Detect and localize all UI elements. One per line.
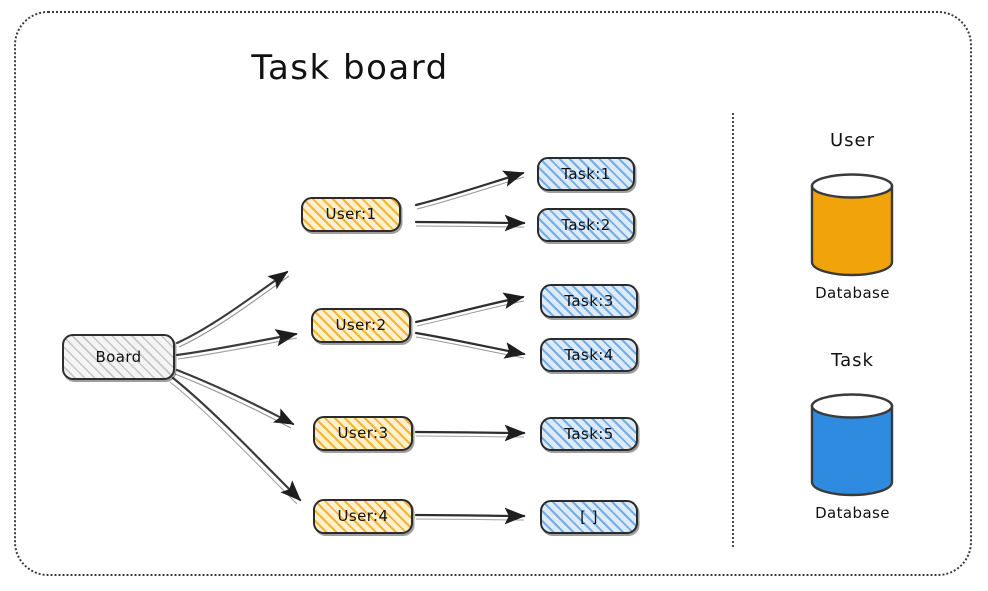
page-title: Task board xyxy=(251,48,449,88)
node-task-3[interactable]: Task:3 xyxy=(540,284,638,318)
node-task-5[interactable]: Task:5 xyxy=(540,417,638,451)
legend-title-task: Task xyxy=(831,350,874,371)
legend-title-user: User xyxy=(829,130,876,151)
node-label: Task:1 xyxy=(561,164,611,183)
node-label: User:1 xyxy=(325,205,377,223)
node-user-2[interactable]: User:2 xyxy=(311,308,411,343)
node-label: Task:2 xyxy=(561,215,611,234)
node-task-4[interactable]: Task:4 xyxy=(540,338,638,372)
node-label: User:4 xyxy=(337,507,389,525)
legend-caption-user: Database xyxy=(815,284,890,302)
node-task-empty[interactable]: [ ] xyxy=(540,500,638,534)
node-task-1[interactable]: Task:1 xyxy=(537,157,635,191)
cylinder-user-icon xyxy=(810,173,894,277)
node-user-3[interactable]: User:3 xyxy=(313,416,413,451)
legend-user-database: User Database xyxy=(780,130,925,302)
node-user-4[interactable]: User:4 xyxy=(313,499,413,534)
legend-divider xyxy=(732,113,734,547)
node-label: Task:3 xyxy=(564,291,614,310)
node-label: [ ] xyxy=(580,507,598,526)
node-board[interactable]: Board xyxy=(62,334,175,380)
node-label: Task:5 xyxy=(564,424,614,443)
node-label: User:3 xyxy=(337,424,389,442)
node-task-2[interactable]: Task:2 xyxy=(537,208,635,242)
cylinder-task-icon xyxy=(810,393,894,497)
legend-task-database: Task Database xyxy=(780,350,925,522)
diagram-outer-frame xyxy=(14,11,972,576)
node-label: User:2 xyxy=(335,316,387,334)
legend-caption-task: Database xyxy=(815,504,890,522)
node-label: Board xyxy=(95,347,142,366)
node-label: Task:4 xyxy=(564,345,614,364)
node-user-1[interactable]: User:1 xyxy=(301,197,401,232)
